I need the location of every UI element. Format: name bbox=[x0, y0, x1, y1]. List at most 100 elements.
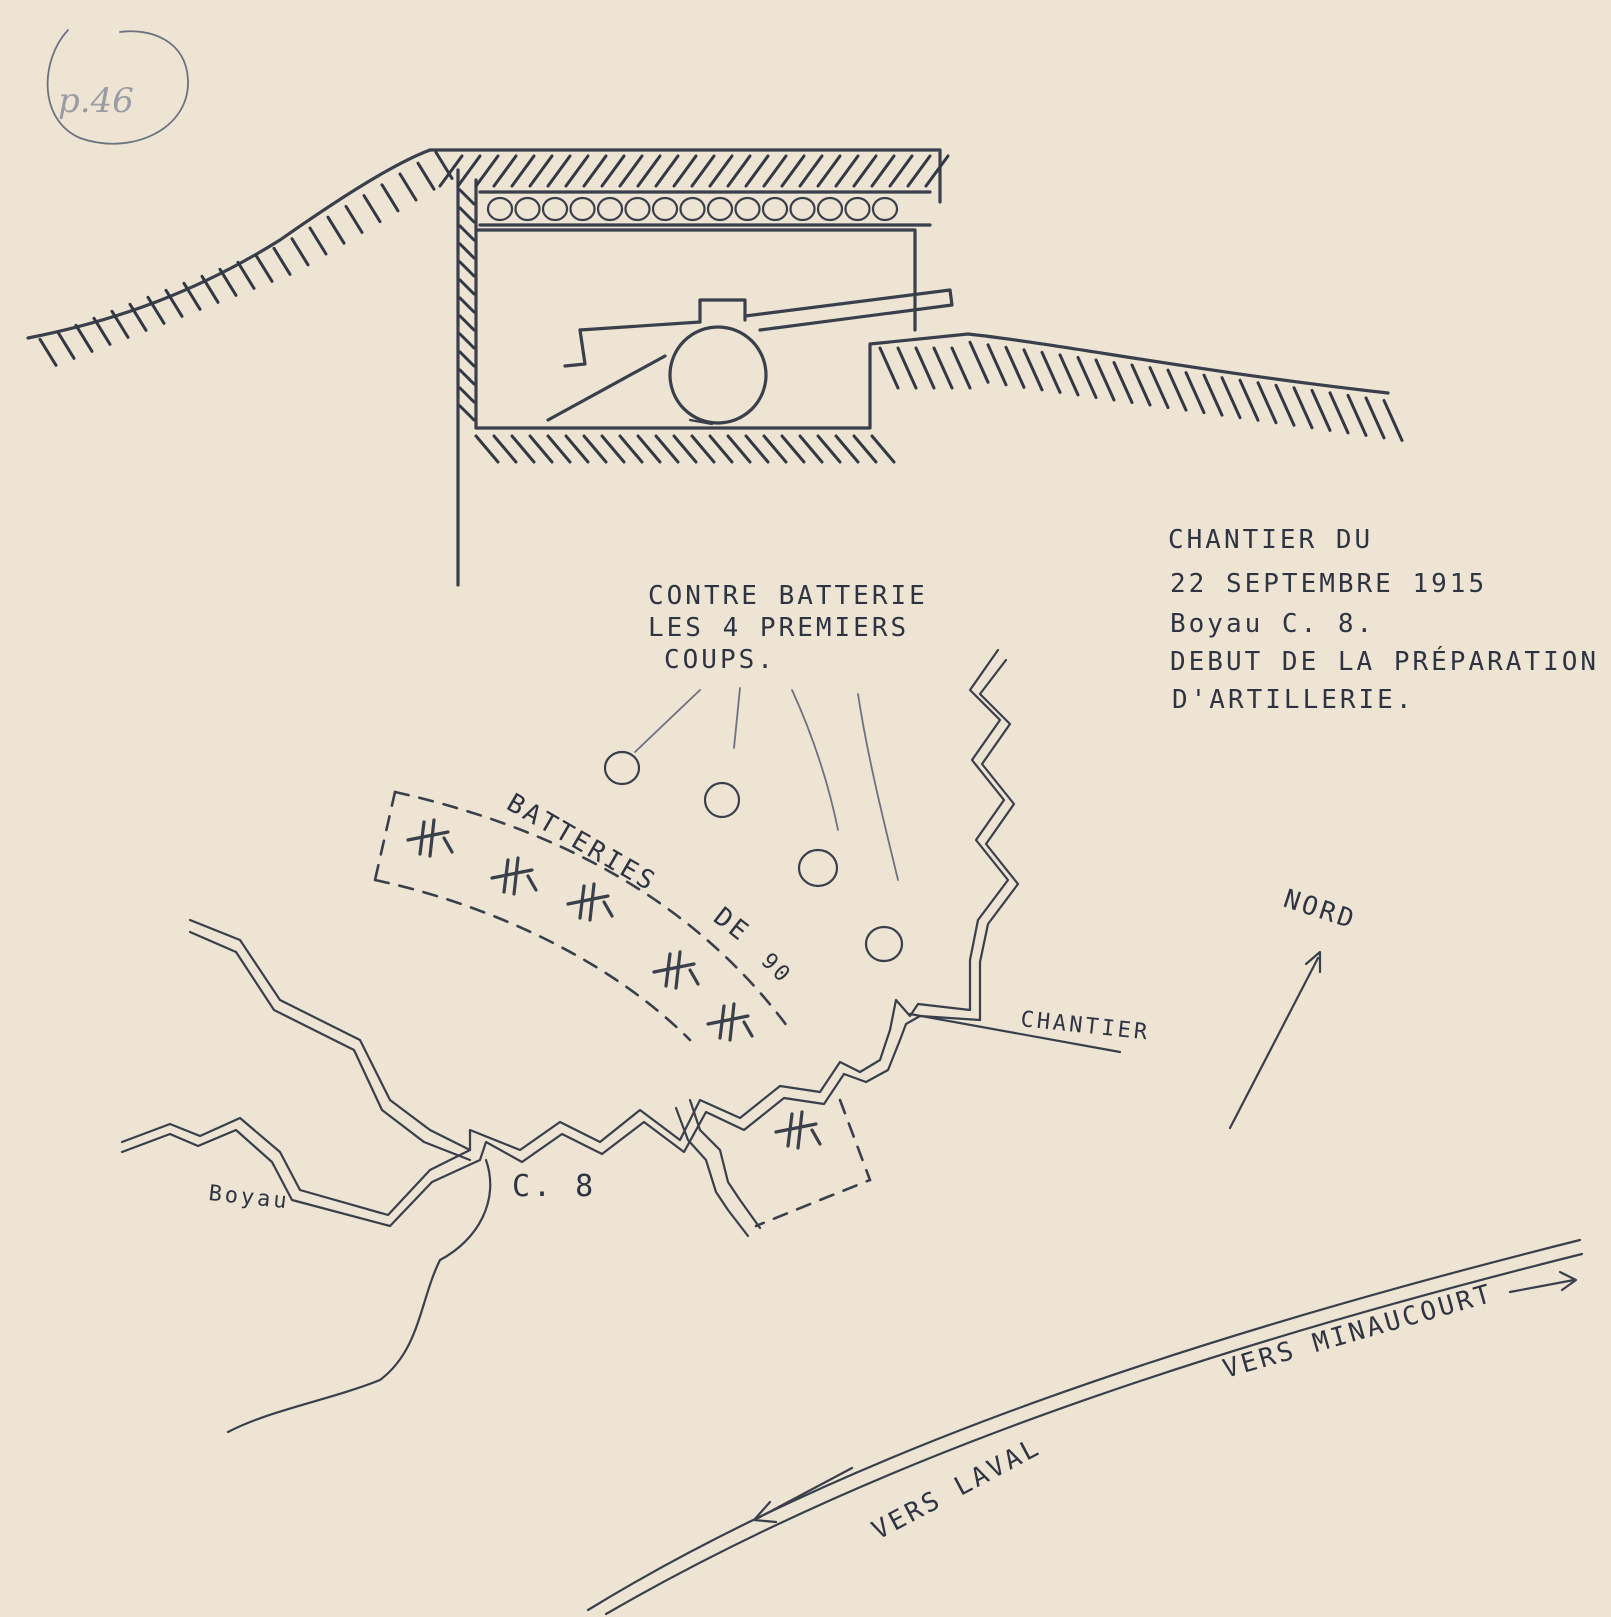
boyau-c8-a bbox=[120, 1060, 862, 1217]
gun-stroke bbox=[674, 950, 682, 990]
roof-log bbox=[761, 196, 789, 222]
ground-left bbox=[26, 148, 432, 340]
roof-log bbox=[734, 196, 761, 222]
chamber-floor bbox=[474, 332, 970, 430]
battery-gun-symbol bbox=[706, 1002, 754, 1042]
boyau-c8-b bbox=[120, 1072, 868, 1228]
hatch-stroke bbox=[510, 154, 536, 188]
hatch-stroke bbox=[438, 154, 464, 188]
gun-stroke bbox=[490, 868, 534, 880]
hatch-stroke bbox=[690, 434, 716, 464]
hatch-stroke bbox=[1040, 350, 1062, 394]
main-road: VERS LAVAL VERS MINAUCOURT bbox=[586, 1238, 1584, 1616]
hatch-stroke bbox=[458, 206, 476, 224]
hatch-stroke bbox=[636, 154, 662, 188]
hatch-stroke bbox=[618, 434, 644, 464]
hatch-stroke bbox=[146, 295, 166, 325]
hatch-stroke bbox=[344, 204, 364, 234]
front-trench-b bbox=[978, 658, 1020, 1022]
gun-wheel bbox=[668, 325, 768, 425]
hatch-stroke bbox=[744, 434, 770, 464]
hatch-stroke bbox=[1238, 378, 1260, 422]
side-trench-b bbox=[188, 930, 472, 1162]
hatch-stroke bbox=[458, 278, 476, 296]
hatch-stroke bbox=[906, 154, 932, 188]
hatch-stroke bbox=[654, 154, 680, 188]
hatch-stroke bbox=[1058, 353, 1080, 397]
roof-log bbox=[706, 196, 734, 222]
hatch-stroke bbox=[546, 154, 572, 188]
gun-trail bbox=[546, 354, 667, 422]
hatch-stroke bbox=[38, 337, 58, 367]
hatch-stroke bbox=[1004, 345, 1026, 389]
north-arrow-head bbox=[1304, 950, 1322, 974]
ground-right-hatching bbox=[878, 340, 1404, 442]
hatch-stroke bbox=[458, 350, 476, 368]
hatch-stroke bbox=[92, 316, 112, 346]
roof-log bbox=[596, 196, 624, 222]
pointer-line-3 bbox=[791, 689, 839, 831]
minaucourt-arrow-shaft bbox=[1508, 1278, 1576, 1294]
hatch-stroke bbox=[458, 332, 476, 350]
side-trench-a bbox=[188, 918, 472, 1152]
caliber-label: 90 bbox=[756, 949, 797, 990]
title-note: CHANTIER DU 22 SEPTEMBRE 1915 Boyau C. 8… bbox=[1168, 525, 1596, 715]
hatch-stroke bbox=[1148, 366, 1170, 410]
batteries-of-90: BATTERIES DE 90 bbox=[373, 788, 822, 1150]
hatch-stroke bbox=[492, 434, 518, 464]
hatch-stroke bbox=[726, 154, 752, 188]
pointer-line-4 bbox=[857, 693, 899, 881]
hatch-stroke bbox=[690, 154, 716, 188]
front-trench-a bbox=[968, 648, 1010, 1012]
shell-impact-3 bbox=[797, 848, 839, 888]
gun-barrel bbox=[743, 288, 954, 332]
hatch-stroke bbox=[272, 246, 292, 276]
roof-log bbox=[651, 196, 679, 222]
hatch-stroke bbox=[164, 288, 184, 318]
ground-right bbox=[966, 332, 1390, 395]
hatch-stroke bbox=[896, 346, 918, 390]
hatch-stroke bbox=[852, 154, 878, 188]
minaucourt-arrow-head bbox=[1558, 1270, 1578, 1292]
note-line-5: D'ARTILLERIE. bbox=[1172, 685, 1415, 715]
branch-trench-a bbox=[688, 1098, 762, 1230]
hatch-stroke bbox=[888, 154, 914, 188]
c8-label: C. 8 bbox=[512, 1169, 596, 1204]
counter-battery-line-3: COUPS. bbox=[664, 645, 776, 675]
laval-arrow-head bbox=[752, 1500, 778, 1524]
hatch-stroke bbox=[816, 154, 842, 188]
hatch-stroke bbox=[1202, 373, 1224, 417]
gun-stroke bbox=[796, 1110, 804, 1150]
gun-stroke bbox=[742, 1020, 754, 1038]
main-road-line-b bbox=[604, 1252, 1584, 1616]
hatch-stroke bbox=[1076, 355, 1098, 399]
hatch-stroke bbox=[870, 154, 896, 188]
hatch-stroke bbox=[458, 314, 476, 332]
roof-hatching bbox=[438, 154, 950, 188]
hatch-stroke bbox=[1274, 383, 1296, 427]
hatch-stroke bbox=[362, 194, 382, 224]
hatch-stroke bbox=[1094, 358, 1116, 402]
hatch-stroke bbox=[456, 154, 482, 188]
gun-stroke bbox=[652, 962, 696, 974]
note-line-2: 22 SEPTEMBRE 1915 bbox=[1170, 569, 1487, 599]
road-south bbox=[226, 1158, 492, 1434]
hatch-stroke bbox=[654, 434, 680, 464]
hatch-stroke bbox=[182, 281, 202, 311]
north-arrow-shaft bbox=[1228, 956, 1320, 1130]
gun-stroke bbox=[566, 894, 610, 906]
battery-guns bbox=[406, 818, 822, 1150]
hatch-stroke bbox=[1256, 381, 1278, 425]
hatch-stroke bbox=[326, 215, 346, 245]
hatch-stroke bbox=[474, 434, 500, 464]
roof-log bbox=[789, 196, 816, 222]
counter-battery-line-2: LES 4 PREMIERS bbox=[648, 613, 909, 643]
gun-stroke bbox=[588, 882, 596, 922]
hatch-stroke bbox=[458, 242, 476, 260]
battery-outline-bottom bbox=[373, 878, 692, 1042]
gun-emplacement-section bbox=[26, 148, 1404, 587]
floor-hatching bbox=[474, 434, 896, 464]
hatch-stroke bbox=[708, 434, 734, 464]
shell-impact-1 bbox=[603, 750, 641, 786]
battery-gun-symbol bbox=[774, 1110, 822, 1150]
